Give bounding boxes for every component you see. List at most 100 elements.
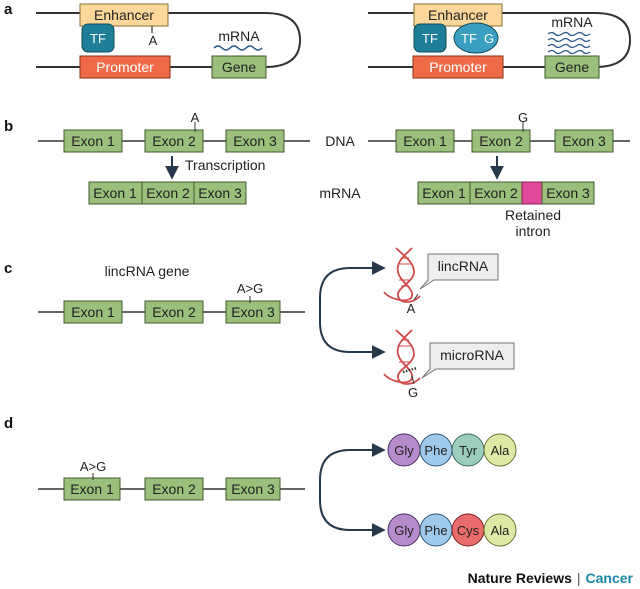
amino-acid-label: Ala bbox=[491, 443, 511, 458]
mrna-exon-label: Exon 3 bbox=[546, 185, 590, 201]
amino-acid-label: Phe bbox=[424, 523, 447, 538]
exon-box bbox=[554, 129, 614, 153]
rna-strand bbox=[383, 247, 413, 302]
exon-box bbox=[63, 477, 121, 501]
exon-label: Exon 2 bbox=[152, 304, 196, 320]
tf2-label: TF bbox=[461, 31, 477, 46]
variant-label: A>G bbox=[80, 459, 106, 474]
tf-blob bbox=[81, 23, 115, 53]
exon-box bbox=[144, 300, 204, 324]
callout-box bbox=[419, 253, 499, 290]
exon-label: Exon 2 bbox=[479, 133, 523, 149]
mrna-exon-box bbox=[541, 181, 595, 205]
mrna-exon-label: Exon 2 bbox=[474, 185, 518, 201]
enhancer-label: Enhancer bbox=[428, 7, 488, 23]
bottom-peptide: Gly Phe Cys Ala bbox=[387, 513, 517, 547]
panel-d-gene: Exon 1 Exon 2 Exon 3 A>G bbox=[38, 459, 305, 501]
footer-section: Cancer bbox=[586, 570, 634, 586]
callout-box bbox=[421, 342, 515, 379]
exon-label: Exon 1 bbox=[71, 133, 115, 149]
enhancer-box bbox=[79, 3, 169, 27]
lincrna-gene-label: lincRNA gene bbox=[105, 263, 190, 279]
panel-letter-a: a bbox=[4, 1, 13, 18]
exon-box bbox=[63, 300, 123, 324]
panel-letter-d: d bbox=[4, 415, 13, 432]
panel-a-left: Enhancer A TF Promoter Gene mRNA bbox=[36, 3, 302, 79]
amino-acid-label: Gly bbox=[394, 443, 414, 458]
promoter-box bbox=[412, 55, 504, 79]
panel-b-right: Exon 1 Exon 2 Exon 3 G Exon 1 Exon 2 Exo… bbox=[368, 110, 630, 239]
exon-box bbox=[225, 129, 285, 153]
mrna-exon-label: Exon 2 bbox=[146, 185, 190, 201]
dna-loop-line bbox=[368, 12, 632, 68]
tf-label: TF bbox=[90, 31, 106, 46]
promoter-label: Promoter bbox=[96, 59, 154, 75]
exon-label: Exon 1 bbox=[70, 481, 114, 497]
mrna-wave bbox=[213, 45, 263, 51]
lincrna-callout-label: lincRNA bbox=[438, 258, 489, 274]
exon-box bbox=[471, 129, 531, 153]
exon-label: Exon 3 bbox=[231, 304, 275, 320]
allele-label: A bbox=[149, 33, 158, 48]
amino-acid-label: Gly bbox=[394, 523, 414, 538]
mrna-wave bbox=[547, 37, 591, 43]
mrna-label: mRNA bbox=[551, 14, 593, 30]
exon-label: Exon 1 bbox=[71, 304, 115, 320]
amino-acid-ala bbox=[483, 513, 517, 547]
dna-label: DNA bbox=[325, 133, 355, 149]
microrna-allele: G bbox=[408, 385, 418, 400]
exon-label: Exon 3 bbox=[231, 481, 275, 497]
rna-strand bbox=[395, 247, 421, 303]
mrna-exon-label: Exon 3 bbox=[198, 185, 242, 201]
amino-acid-label: Cys bbox=[457, 523, 480, 538]
exon-box bbox=[144, 129, 204, 153]
retained-intron-box bbox=[521, 181, 543, 205]
rna-strand bbox=[383, 329, 413, 384]
exon-label: Exon 2 bbox=[152, 481, 196, 497]
panel-letter-c: c bbox=[4, 260, 12, 277]
enhancer-label: Enhancer bbox=[94, 7, 154, 23]
footer-credit: Nature Reviews | Cancer bbox=[468, 570, 634, 586]
mrna-exon-label: Exon 1 bbox=[93, 185, 137, 201]
lincrna-callout: lincRNA bbox=[419, 253, 499, 290]
panel-letter-b: b bbox=[4, 118, 13, 135]
panel-a-right: Enhancer TF TF G Promoter Gene mRNA bbox=[368, 3, 632, 79]
tf-label: TF bbox=[422, 31, 438, 46]
exon-label: Exon 3 bbox=[233, 133, 277, 149]
transcription-label: Transcription bbox=[185, 157, 265, 173]
mrna-wave bbox=[547, 43, 591, 49]
promoter-label: Promoter bbox=[429, 59, 487, 75]
tf-blob bbox=[413, 23, 447, 53]
exon-label: Exon 2 bbox=[152, 133, 196, 149]
mrna-wave bbox=[547, 31, 591, 37]
exon-box bbox=[395, 129, 455, 153]
footer-separator: | bbox=[577, 570, 581, 586]
mrna-wave bbox=[547, 49, 591, 55]
microrna-binding-site bbox=[402, 366, 418, 374]
dna-loop-line bbox=[36, 12, 302, 68]
exon-label: Exon 3 bbox=[562, 133, 606, 149]
amino-acid-ala bbox=[483, 433, 517, 467]
branch-arrow bbox=[319, 449, 383, 531]
variant-tick bbox=[411, 375, 415, 385]
lincrna-helix: A bbox=[383, 247, 421, 316]
branch-arrow bbox=[319, 267, 383, 353]
footer-journal: Nature Reviews bbox=[468, 570, 572, 586]
amino-acid-label: Tyr bbox=[459, 443, 478, 458]
allele-label: G bbox=[518, 110, 528, 125]
gene-label: Gene bbox=[222, 59, 256, 75]
variant-label: A>G bbox=[237, 281, 263, 296]
microrna-callout: microRNA bbox=[421, 342, 515, 379]
gene-label: Gene bbox=[555, 59, 589, 75]
amino-acid-label: Phe bbox=[424, 443, 447, 458]
amino-acid-label: Ala bbox=[491, 523, 511, 538]
tf-secondary-blob bbox=[453, 22, 499, 54]
rna-strand bbox=[395, 329, 421, 385]
promoter-box bbox=[79, 55, 171, 79]
gene-box bbox=[211, 55, 267, 79]
mrna-exon-label: Exon 1 bbox=[422, 185, 466, 201]
allele-label: G bbox=[484, 31, 494, 46]
panel-b-left: Exon 1 Exon 2 Exon 3 A Transcription Exo… bbox=[38, 110, 310, 205]
